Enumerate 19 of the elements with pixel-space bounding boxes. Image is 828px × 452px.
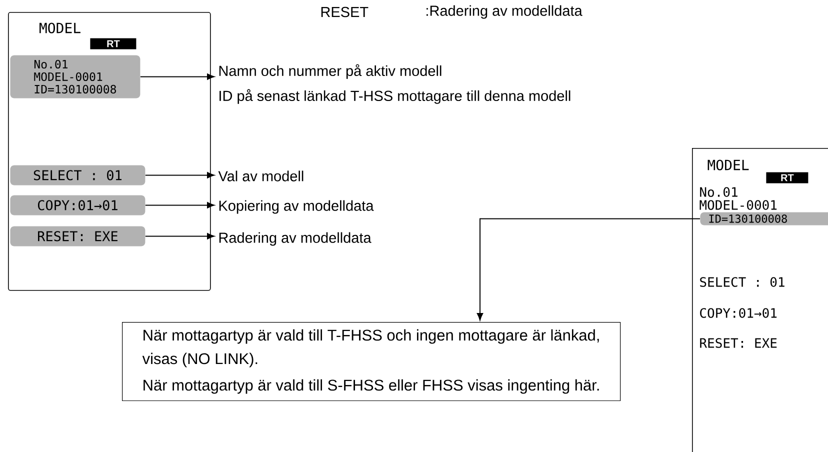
arrow xyxy=(144,202,215,208)
highlighted-row: COPY:01→01 xyxy=(10,195,146,216)
arrow xyxy=(144,172,215,178)
arrow xyxy=(140,74,215,80)
description-text: Kopiering av modelldata xyxy=(219,200,374,214)
highlighted-row: SELECT : 01 xyxy=(10,165,146,186)
description-text: Radering av modelldata xyxy=(219,232,372,246)
display-badge: RT xyxy=(766,172,808,184)
highlighted-block: No.01 MODEL-0001 ID=130100008 xyxy=(10,55,140,98)
description-text: Val av modell xyxy=(218,170,304,182)
highlighted-row: ID=130100008 xyxy=(700,212,828,226)
description-text: Namn och nummer på aktiv modell ID på senast länkad T-HSS mottagare till denna modell xyxy=(219,64,570,104)
arrow xyxy=(476,218,700,320)
display-badge: RT xyxy=(90,38,136,50)
arrow xyxy=(144,233,215,240)
highlighted-row: RESET: EXE xyxy=(10,226,146,246)
note-box: När mottagartyp är vald till T-FHSS och ingen mottagare är länkad, visas (NO LINK). När mottagartyp är vald till S-FHSS eller FHSS visas ingenting här. xyxy=(122,322,621,402)
top-label: :Radering av modelldata xyxy=(426,5,582,19)
top-label: RESET xyxy=(321,6,368,18)
